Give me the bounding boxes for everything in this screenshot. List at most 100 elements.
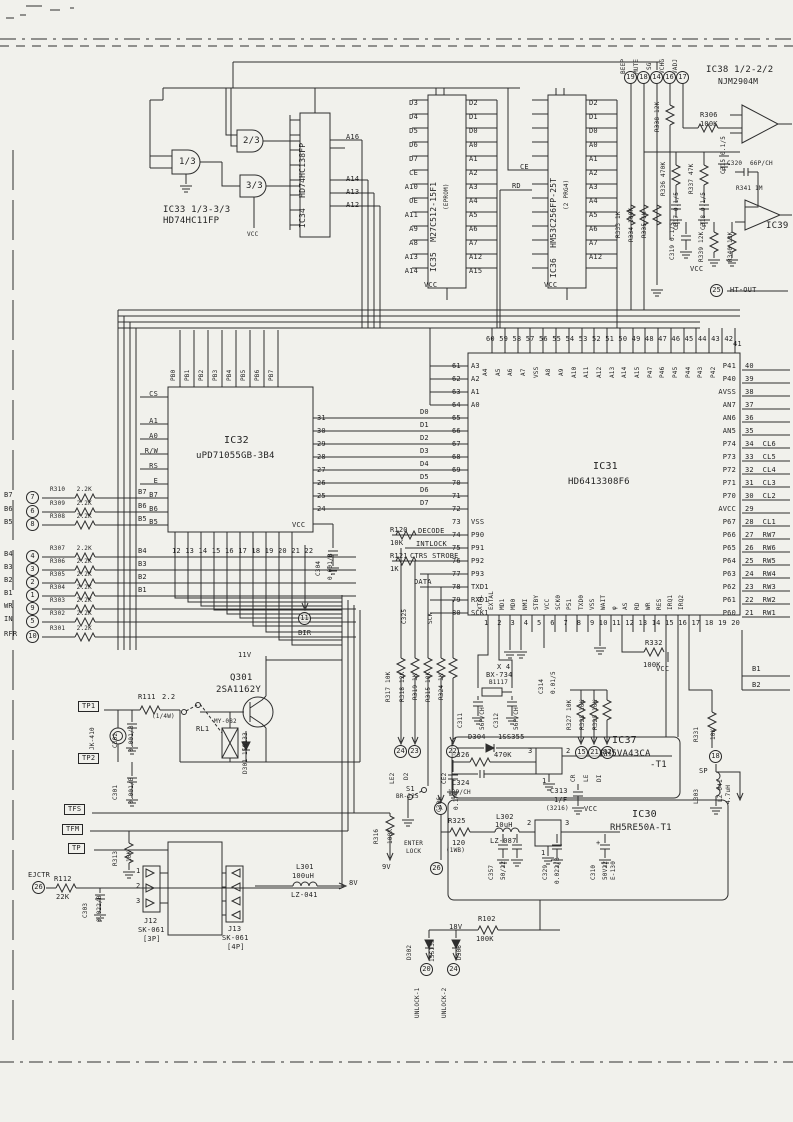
part-label: R306: [700, 111, 718, 119]
part-label: 10P/CH: [448, 789, 471, 796]
part-label: 22K: [56, 893, 70, 901]
conn-pin: 22: [446, 745, 459, 758]
conn-pin: 17: [676, 71, 689, 84]
part-label: 10K: [710, 728, 717, 740]
pin-label: B7: [149, 491, 158, 499]
net-label: D0: [420, 408, 429, 416]
part-label: R120: [390, 526, 408, 534]
conn-pin: 15: [575, 746, 588, 759]
part-label: D302: [406, 944, 413, 960]
part-label: 50/22: [500, 860, 507, 880]
net-label: B3: [138, 560, 147, 568]
ic36-title: IC36 HM53C256FP-25T: [549, 177, 558, 278]
net-label: UNLOCK-2: [441, 987, 448, 1019]
ic31-left-pins: A3 A2 A1 A0 VSS P90 P91 P92 P93 TXD1 RXD…: [471, 362, 489, 617]
gate-label: 2/3: [243, 136, 260, 146]
pin-label: P43: [697, 366, 704, 378]
net-label: 9V: [382, 863, 391, 871]
part-label: R310 2.2K: [50, 486, 92, 493]
part-label: 0.01/5: [550, 671, 557, 694]
part-label: +: [596, 839, 601, 847]
part-label: LZ-041: [717, 779, 724, 802]
part-label: B1117: [489, 679, 509, 686]
part-label: R102: [478, 915, 496, 923]
net-label: CR: [570, 774, 577, 782]
part-label: R340 12K: [727, 231, 734, 263]
part-label: 0.022/B: [96, 895, 103, 922]
part-label: (1/4W): [152, 713, 175, 720]
ic31-right-nums: 40 39 38 37 36 35 34 CL6 33 CL5 32 CL4 3…: [745, 362, 776, 617]
ic37-part2: -T1: [650, 760, 667, 770]
net-sg: SG: [646, 62, 653, 70]
conn-pin: 25: [710, 284, 723, 297]
pin-label: CS: [149, 390, 158, 398]
part-label: R319 1K: [412, 673, 419, 700]
part-label: LZ-087: [490, 837, 517, 845]
part-label: R305 2.2K: [50, 571, 92, 578]
net-label: B6: [4, 505, 13, 513]
net-label: LE2: [389, 772, 396, 784]
conn-pin: 24: [394, 745, 407, 758]
part-label: R313: [112, 850, 119, 866]
conn-pin: 3: [26, 563, 39, 576]
net-label: D7: [420, 499, 429, 507]
net-label: 8V: [349, 879, 358, 887]
part-label: 100K: [387, 828, 394, 844]
net-label: D5: [420, 473, 429, 481]
part-label: C303: [82, 902, 89, 918]
part-label: R341 1M: [736, 185, 763, 192]
part-label: R338 12K: [654, 101, 661, 133]
ic37-part: RH5VA43CA: [600, 749, 651, 759]
net-label: LE: [583, 774, 590, 782]
net-label: B4: [4, 550, 13, 558]
j12-note: [3P]: [143, 935, 161, 943]
part-label: L303: [693, 788, 700, 804]
part-label: R307 2.2K: [50, 545, 92, 552]
net-label: DECODE: [418, 527, 445, 535]
part-label: X 4: [497, 663, 511, 671]
pin-label: A14: [621, 366, 628, 378]
part-label: C357: [488, 864, 495, 880]
conn-pin: 7: [26, 491, 39, 504]
net-label: D6: [420, 486, 429, 494]
net-label: D3: [420, 447, 429, 455]
pin-label: NMI: [522, 598, 529, 610]
net-label: INTLOCK: [416, 540, 447, 548]
part-label: 470K: [494, 751, 512, 759]
part-label: R316: [373, 828, 380, 844]
part-label: R304 2.2K: [50, 584, 92, 591]
part-label: 2.2: [162, 693, 176, 701]
ic32-bottom-nums: 12 13 14 15 16 17 18 19 20 21 22: [172, 547, 314, 555]
pin-label: XTAL: [477, 594, 484, 610]
net-label: ENTER: [404, 840, 424, 847]
pin-label: RES: [656, 598, 663, 610]
part-label: D303: [456, 944, 463, 960]
pin-num: 1: [542, 777, 547, 785]
pin-num: 3: [565, 819, 570, 827]
part-label: R329 10K: [592, 699, 599, 731]
part-label: JK-410: [89, 727, 96, 750]
gate-label: 1/3: [179, 157, 196, 167]
j12-part: SK-061: [138, 926, 165, 934]
part-label: MY-082: [214, 718, 237, 725]
pin-label: PB6: [254, 369, 261, 381]
pin-label: AS: [622, 602, 629, 610]
part-label: 1/F: [554, 796, 568, 804]
pin-label: TXD0: [578, 594, 585, 610]
pin-label: P44: [685, 366, 692, 378]
net-label: A12: [346, 201, 360, 209]
part-label: 10K: [126, 850, 133, 862]
part-label: R303 2.2K: [50, 597, 92, 604]
part-label: 0.022/B: [554, 857, 561, 884]
part-label: R308 2.2K: [50, 513, 92, 520]
conn-pin: 10: [26, 630, 39, 643]
part-label: C312: [493, 712, 500, 728]
net-label: IN: [4, 615, 13, 623]
part-label: C318 0.1/5: [700, 191, 707, 230]
q301-ref: Q301: [230, 673, 253, 683]
part-label: R327 10K: [566, 699, 573, 731]
part-label: C301: [112, 784, 119, 800]
net-vcc: VCC: [292, 521, 306, 529]
part-label: BX-734: [486, 671, 513, 679]
net-label: B2: [4, 576, 13, 584]
